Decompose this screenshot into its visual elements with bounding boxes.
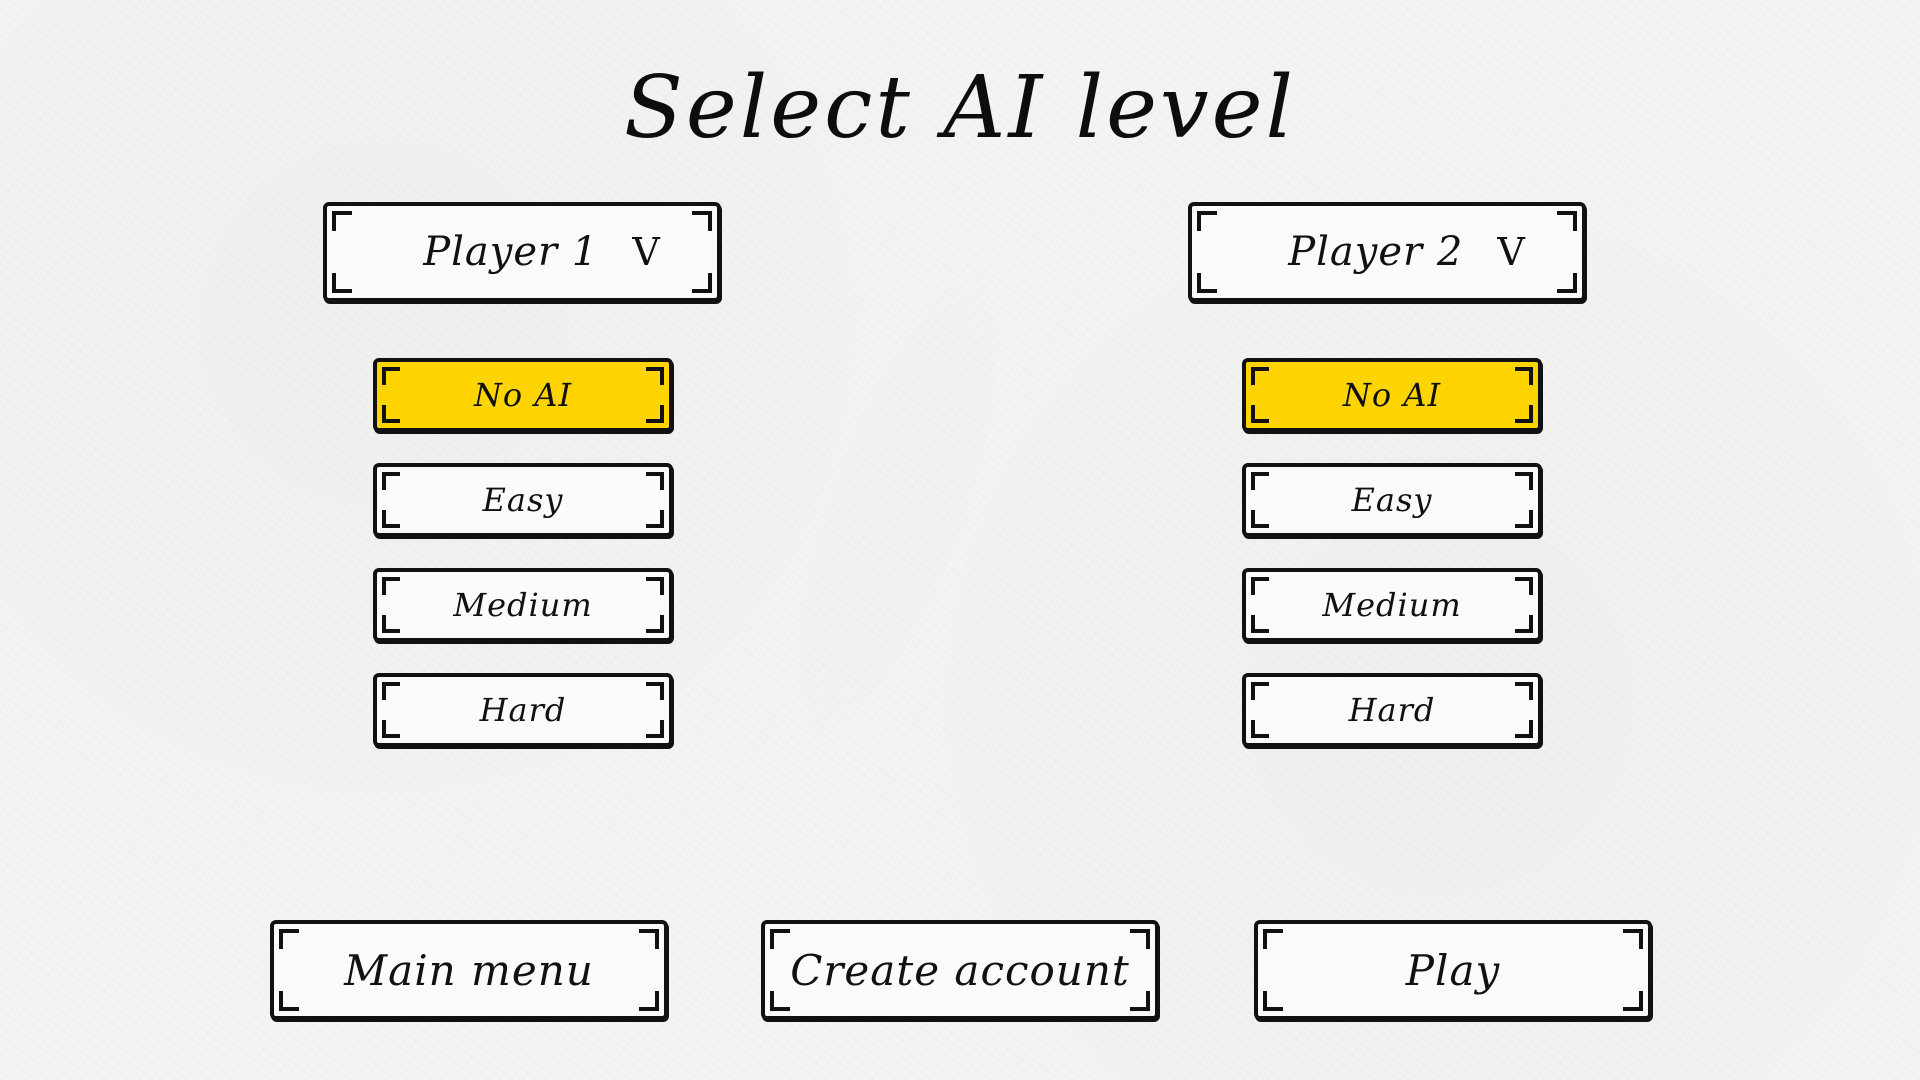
main-menu-label: Main menu xyxy=(344,945,594,995)
option-label: No AI xyxy=(473,376,573,414)
player-2-option-no-ai[interactable]: No AI xyxy=(1242,358,1542,432)
screen-title: Select AI level xyxy=(623,58,1297,158)
player-2-option-medium[interactable]: Medium xyxy=(1242,568,1542,642)
create-account-label: Create account xyxy=(790,945,1130,995)
player-1-option-hard[interactable]: Hard xyxy=(373,673,673,747)
play-label: Play xyxy=(1405,945,1501,995)
option-label: Medium xyxy=(1322,586,1462,624)
player-1-dropdown[interactable]: Player 1 V xyxy=(323,202,721,302)
chevron-down-icon: V xyxy=(632,230,661,274)
option-label: Easy xyxy=(482,481,564,519)
player-1-option-no-ai[interactable]: No AI xyxy=(373,358,673,432)
create-account-button[interactable]: Create account xyxy=(761,920,1159,1020)
option-label: Medium xyxy=(453,586,593,624)
play-button[interactable]: Play xyxy=(1254,920,1652,1020)
player-2-dropdown[interactable]: Player 2 V xyxy=(1188,202,1586,302)
main-menu-button[interactable]: Main menu xyxy=(270,920,668,1020)
player-2-label: Player 2 xyxy=(1288,229,1464,275)
player-1-label: Player 1 xyxy=(423,229,599,275)
player-2-option-hard[interactable]: Hard xyxy=(1242,673,1542,747)
chevron-down-icon: V xyxy=(1497,230,1526,274)
option-label: No AI xyxy=(1342,376,1442,414)
player-1-option-easy[interactable]: Easy xyxy=(373,463,673,537)
option-label: Hard xyxy=(1348,691,1436,729)
player-2-option-easy[interactable]: Easy xyxy=(1242,463,1542,537)
option-label: Hard xyxy=(479,691,567,729)
player-1-option-medium[interactable]: Medium xyxy=(373,568,673,642)
option-label: Easy xyxy=(1351,481,1433,519)
